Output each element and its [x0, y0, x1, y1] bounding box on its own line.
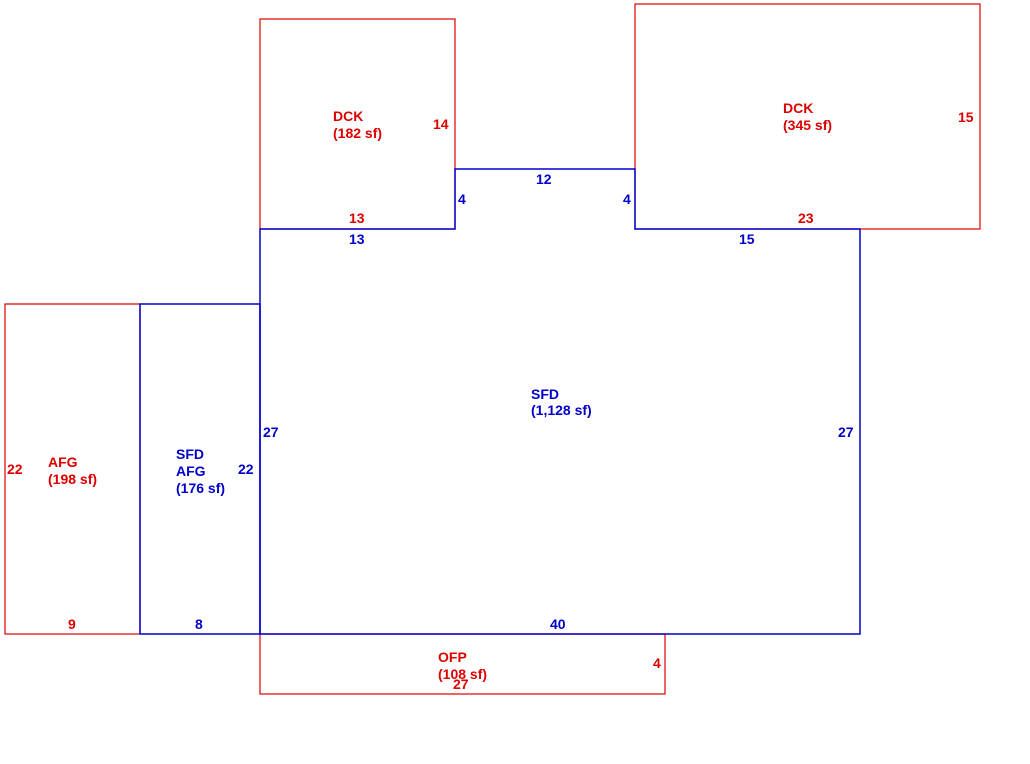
dck-right-bottom-dimension: 23	[798, 210, 814, 226]
dck-left-side-dimension: 14	[433, 116, 449, 132]
sfd-notch-top-dimension: 12	[536, 171, 552, 187]
sfd-top-left-dimension: 13	[349, 231, 365, 247]
dck-left-outline	[259, 18, 456, 230]
dck-left-area: (182 sf)	[333, 125, 382, 141]
afg-bottom-dimension: 9	[68, 616, 76, 632]
sfd-top-right-dimension: 15	[739, 231, 755, 247]
dck-right-side-dimension: 15	[958, 109, 974, 125]
sfd-afg-side-dimension: 22	[238, 461, 254, 477]
sfd-left-dimension: 27	[263, 424, 279, 440]
afg-side-dimension: 22	[7, 461, 23, 477]
dck-right-code: DCK	[783, 100, 813, 116]
sfd-notch-right-dimension: 4	[623, 191, 631, 207]
sfd-main-outline	[259, 168, 861, 635]
sfd-notch-left-dimension: 4	[458, 191, 466, 207]
dck-left-bottom-dimension: 13	[349, 210, 365, 226]
sfd-bottom-dimension: 40	[550, 616, 566, 632]
ofp-side-dimension: 4	[653, 655, 661, 671]
sfd-right-dimension: 27	[838, 424, 854, 440]
sfd-afg-area: (176 sf)	[176, 480, 225, 496]
dck-left-code: DCK	[333, 108, 363, 124]
afg-area: (198 sf)	[48, 471, 97, 487]
sfd-afg-code-2: AFG	[176, 463, 206, 479]
sfd-main-code: SFD	[531, 386, 559, 402]
ofp-area: (108 sf)	[438, 666, 487, 682]
dck-right-area: (345 sf)	[783, 117, 832, 133]
sfd-main-area: (1,128 sf)	[531, 402, 592, 418]
afg-code: AFG	[48, 454, 78, 470]
sfd-afg-bottom-dimension: 8	[195, 616, 203, 632]
ofp-bottom-dimension: 27	[453, 676, 469, 692]
ofp-code: OFP	[438, 649, 467, 665]
sfd-afg-code-1: SFD	[176, 446, 204, 462]
sfd-afg-outline	[139, 303, 261, 635]
